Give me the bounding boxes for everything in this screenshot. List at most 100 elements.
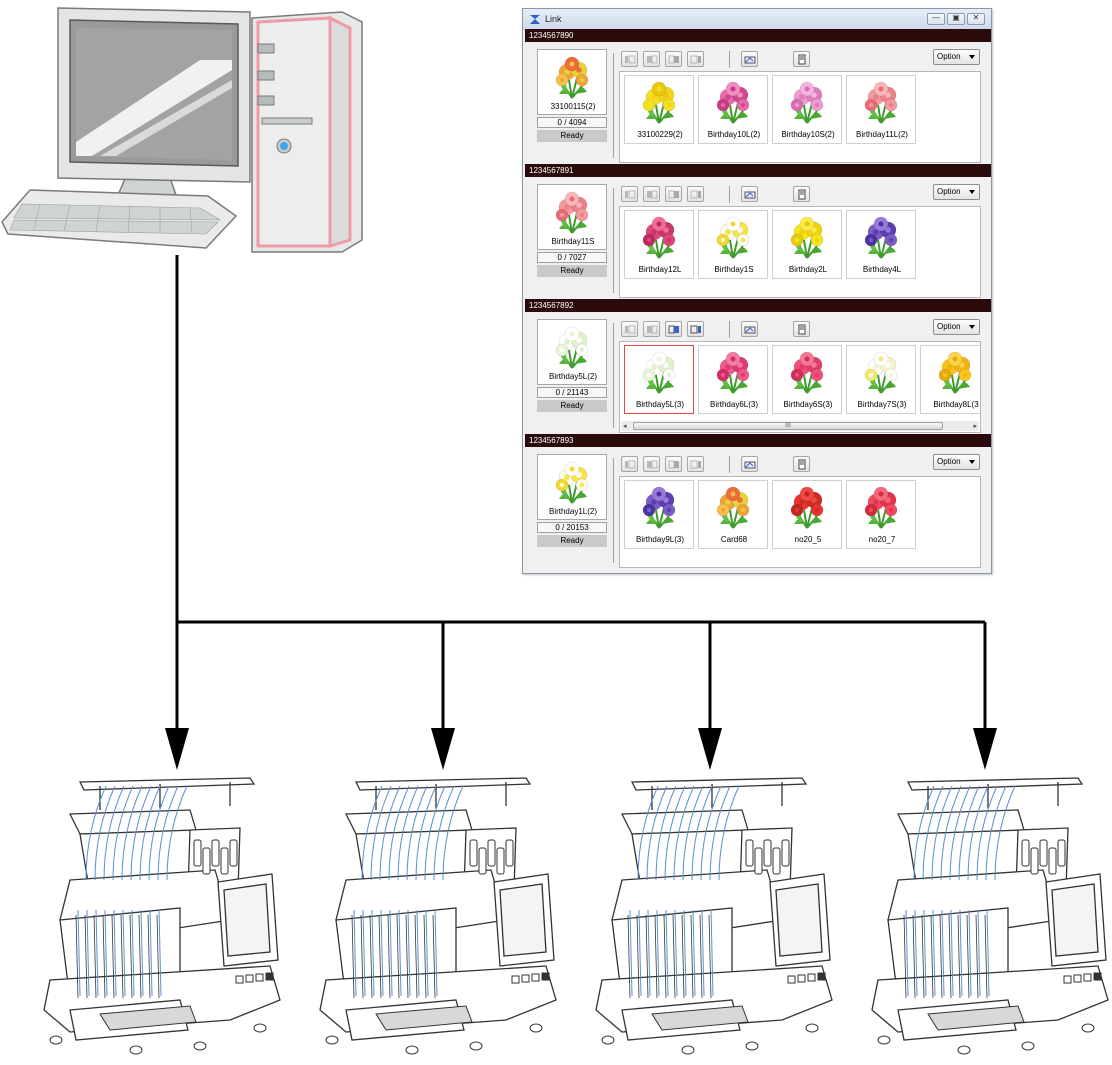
move-down-button[interactable]: [665, 456, 682, 472]
option-dropdown[interactable]: Option: [933, 454, 980, 470]
divider: [613, 323, 614, 428]
flower-thumbnail: [790, 81, 824, 124]
machine-status: Ready: [537, 400, 607, 412]
move-last-icon: [690, 325, 701, 334]
edit-icon: [744, 191, 756, 199]
option-dropdown[interactable]: Option: [933, 49, 980, 65]
stitch-progress: 0 / 20153: [537, 522, 607, 533]
scroll-left-icon[interactable]: ◂: [623, 423, 627, 430]
scroll-thumb[interactable]: III: [633, 422, 943, 430]
stitch-progress: 0 / 4094: [537, 117, 607, 128]
queue-item-name: no20_5: [794, 535, 822, 544]
queue-item[interactable]: Birthday9L(3): [624, 480, 694, 549]
edit-button[interactable]: [741, 51, 758, 67]
edit-button[interactable]: [741, 186, 758, 202]
move-first-button[interactable]: [621, 186, 638, 202]
move-first-button[interactable]: [621, 456, 638, 472]
move-down-icon: [668, 325, 679, 334]
edit-button[interactable]: [741, 456, 758, 472]
edit-icon: [744, 326, 756, 334]
move-last-button[interactable]: [687, 321, 704, 337]
current-pattern-thumbnail: Birthday11S: [537, 184, 607, 250]
move-down-button[interactable]: [665, 51, 682, 67]
maximize-button[interactable]: ▣: [947, 13, 965, 25]
move-first-button[interactable]: [621, 321, 638, 337]
flower-thumbnail: [555, 326, 589, 369]
minimize-icon: —: [932, 13, 940, 22]
delete-icon: [798, 324, 806, 335]
option-dropdown[interactable]: Option: [933, 319, 980, 335]
move-down-button[interactable]: [665, 186, 682, 202]
queue-item[interactable]: Birthday10S(2): [772, 75, 842, 144]
queue-item-name: Birthday7S(3): [857, 400, 907, 409]
flower-thumbnail: [790, 351, 824, 394]
divider: [613, 458, 614, 563]
queue-item[interactable]: no20_7: [846, 480, 916, 549]
move-first-button[interactable]: [621, 51, 638, 67]
queue-item[interactable]: Birthday6S(3): [772, 345, 842, 414]
horizontal-scrollbar[interactable]: ◂ III ▸: [621, 421, 979, 431]
stitch-progress: 0 / 7027: [537, 252, 607, 263]
queue-item-name: Birthday9L(3): [635, 535, 685, 544]
window-title: Link: [545, 14, 562, 24]
embroidery-machine-illustration: [316, 770, 566, 1060]
machine-serial-bar: 1234567892: [525, 299, 991, 312]
queue-item[interactable]: Birthday4L: [846, 210, 916, 279]
delete-button[interactable]: [793, 51, 810, 67]
queue-item[interactable]: Birthday11L(2): [846, 75, 916, 144]
move-up-button[interactable]: [643, 186, 660, 202]
queue-item[interactable]: Birthday10L(2): [698, 75, 768, 144]
queue-item[interactable]: Birthday6L(3): [698, 345, 768, 414]
close-icon: ✕: [972, 13, 980, 22]
divider: [613, 188, 614, 293]
queue-item-name: Birthday8L(3: [933, 400, 979, 409]
flower-thumbnail: [555, 56, 589, 99]
divider: [613, 53, 614, 158]
flower-thumbnail: [642, 351, 676, 394]
queue-item[interactable]: Birthday1S: [698, 210, 768, 279]
move-last-button[interactable]: [687, 51, 704, 67]
queue-item[interactable]: 33100229(2): [624, 75, 694, 144]
edit-button[interactable]: [741, 321, 758, 337]
move-up-button[interactable]: [643, 321, 660, 337]
pattern-queue[interactable]: Birthday5L(3)Birthday6L(3)Birthday6S(3) B…: [619, 341, 981, 433]
scroll-right-icon[interactable]: ▸: [973, 423, 977, 430]
queue-item[interactable]: no20_5: [772, 480, 842, 549]
move-down-button[interactable]: [665, 321, 682, 337]
minimize-button[interactable]: —: [927, 13, 945, 25]
pattern-queue[interactable]: 33100229(2) Birthday10L(2)Birthday10S(2)B…: [619, 71, 981, 163]
delete-button[interactable]: [793, 456, 810, 472]
queue-item[interactable]: Birthday2L: [772, 210, 842, 279]
window-titlebar[interactable]: Link — ▣ ✕: [523, 9, 991, 30]
queue-item[interactable]: Birthday8L(3: [920, 345, 980, 414]
move-last-button[interactable]: [687, 186, 704, 202]
queue-item[interactable]: Birthday7S(3): [846, 345, 916, 414]
move-first-icon: [625, 190, 636, 199]
pattern-queue[interactable]: Birthday9L(3) Card68 no20_5 no20_7: [619, 476, 981, 568]
queue-item-name: Birthday12L: [638, 265, 682, 274]
queue-item[interactable]: Birthday5L(3): [624, 345, 694, 414]
close-button[interactable]: ✕: [967, 13, 985, 25]
flower-thumbnail: [864, 216, 898, 259]
embroidery-machine-illustration: [868, 770, 1112, 1060]
delete-button[interactable]: [793, 186, 810, 202]
queue-item-name: no20_7: [868, 535, 896, 544]
move-first-icon: [625, 55, 636, 64]
flower-thumbnail: [555, 461, 589, 504]
current-pattern-name: Birthday11S: [551, 237, 595, 246]
queue-item-name: 33100229(2): [637, 130, 683, 139]
move-first-icon: [625, 325, 636, 334]
move-up-button[interactable]: [643, 456, 660, 472]
machine-serial-bar: 1234567893: [525, 434, 991, 447]
delete-button[interactable]: [793, 321, 810, 337]
move-last-button[interactable]: [687, 456, 704, 472]
queue-item[interactable]: Card68: [698, 480, 768, 549]
move-up-button[interactable]: [643, 51, 660, 67]
option-dropdown[interactable]: Option: [933, 184, 980, 200]
move-up-icon: [647, 55, 658, 64]
queue-item[interactable]: Birthday12L: [624, 210, 694, 279]
